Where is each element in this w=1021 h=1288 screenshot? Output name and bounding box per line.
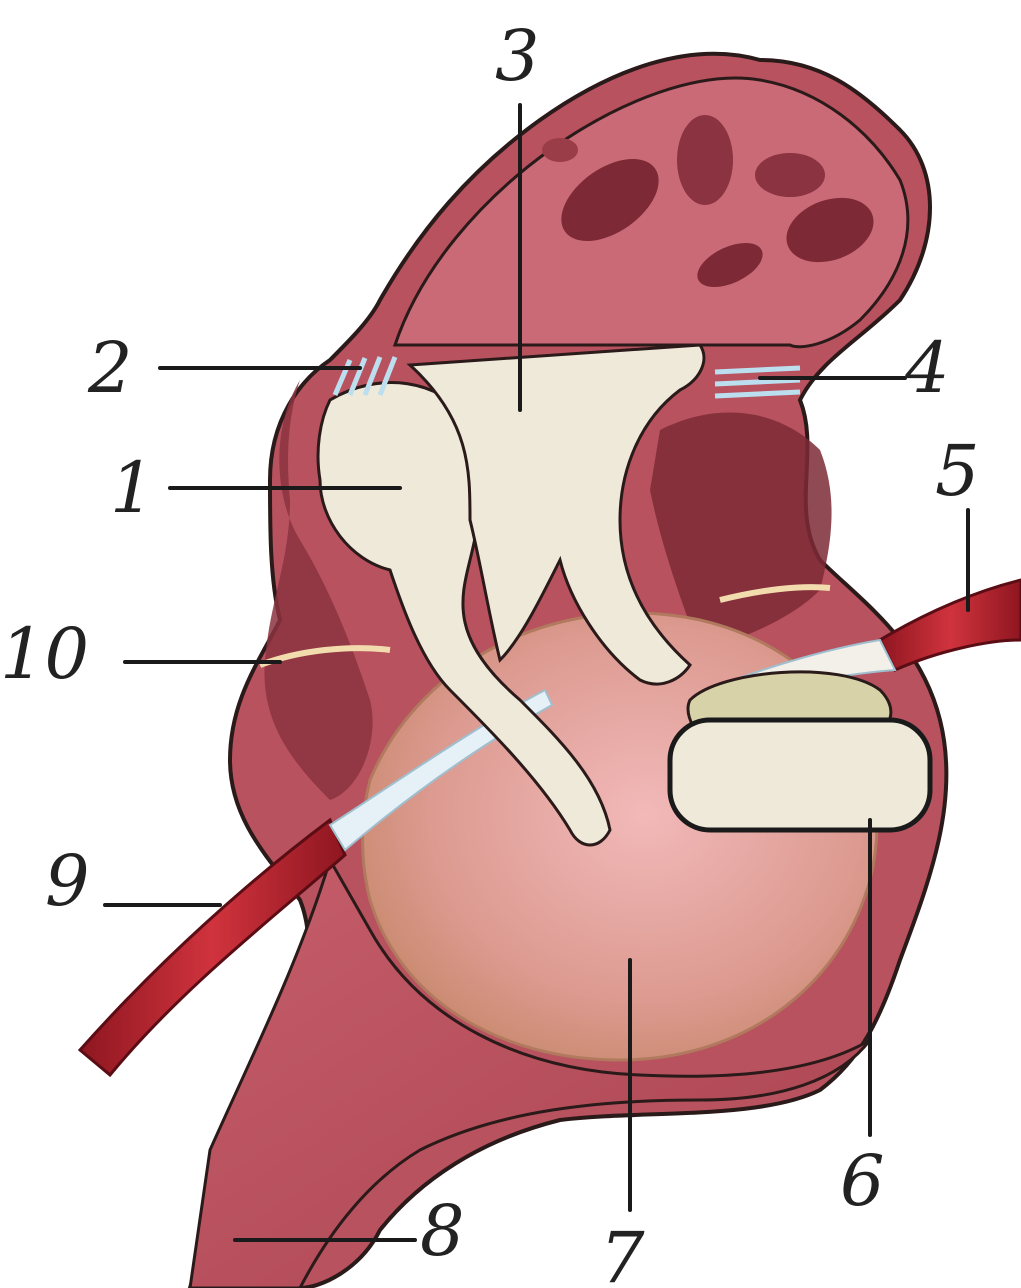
callout-10: 10 bbox=[0, 613, 89, 695]
air-cell bbox=[677, 115, 733, 205]
callout-1: 1 bbox=[110, 447, 155, 529]
stapes-footplate bbox=[670, 720, 930, 830]
air-cell bbox=[542, 138, 578, 162]
callout-3: 3 bbox=[495, 15, 540, 97]
callout-9: 9 bbox=[45, 840, 90, 922]
callout-8: 8 bbox=[420, 1190, 465, 1272]
callout-5: 5 bbox=[935, 430, 980, 512]
callout-4: 4 bbox=[904, 327, 950, 409]
callout-7: 7 bbox=[600, 1217, 645, 1288]
stapedius-muscle bbox=[880, 580, 1021, 670]
callout-6: 6 bbox=[840, 1140, 885, 1222]
callout-2: 2 bbox=[87, 327, 133, 409]
air-cell bbox=[755, 153, 825, 197]
